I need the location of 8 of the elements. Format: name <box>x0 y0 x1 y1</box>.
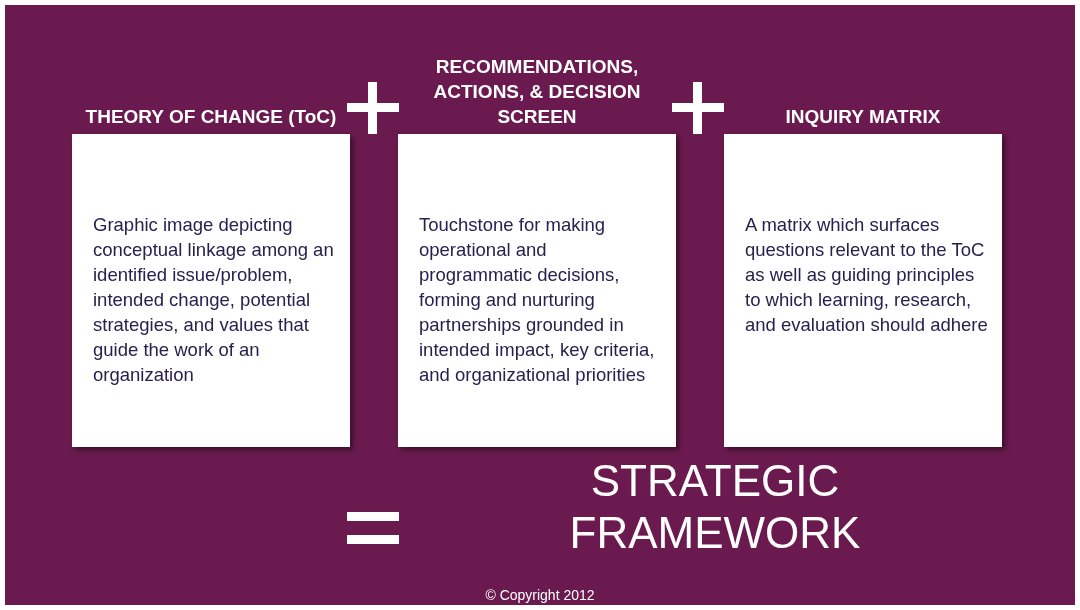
heading-text: INQUIRY MATRIX <box>784 105 942 129</box>
description-text: Graphic image depicting conceptual linkage among an identified issue/problem, intended change, potential strategies, and values that guide the work of an organization <box>93 213 335 387</box>
heading-text: RECOMMENDATIONS, ACTIONS, & DECISION SCREEN <box>432 55 642 129</box>
heading-text: THEORY OF CHANGE (ToC) <box>84 105 338 129</box>
result-title: STRATEGIC FRAMEWORK <box>568 455 862 559</box>
description-text: Touchstone for making operational and programmatic decisions, forming and nurturing partnerships grounded in intended impact, key criteria, and organizational priorities <box>419 213 656 387</box>
description-text: A matrix which surfaces questions relevant to the ToC as well as guiding principles to which learning, research, and evaluation should adhere <box>745 213 988 337</box>
copyright-notice: © Copyright 2012 <box>484 587 596 603</box>
